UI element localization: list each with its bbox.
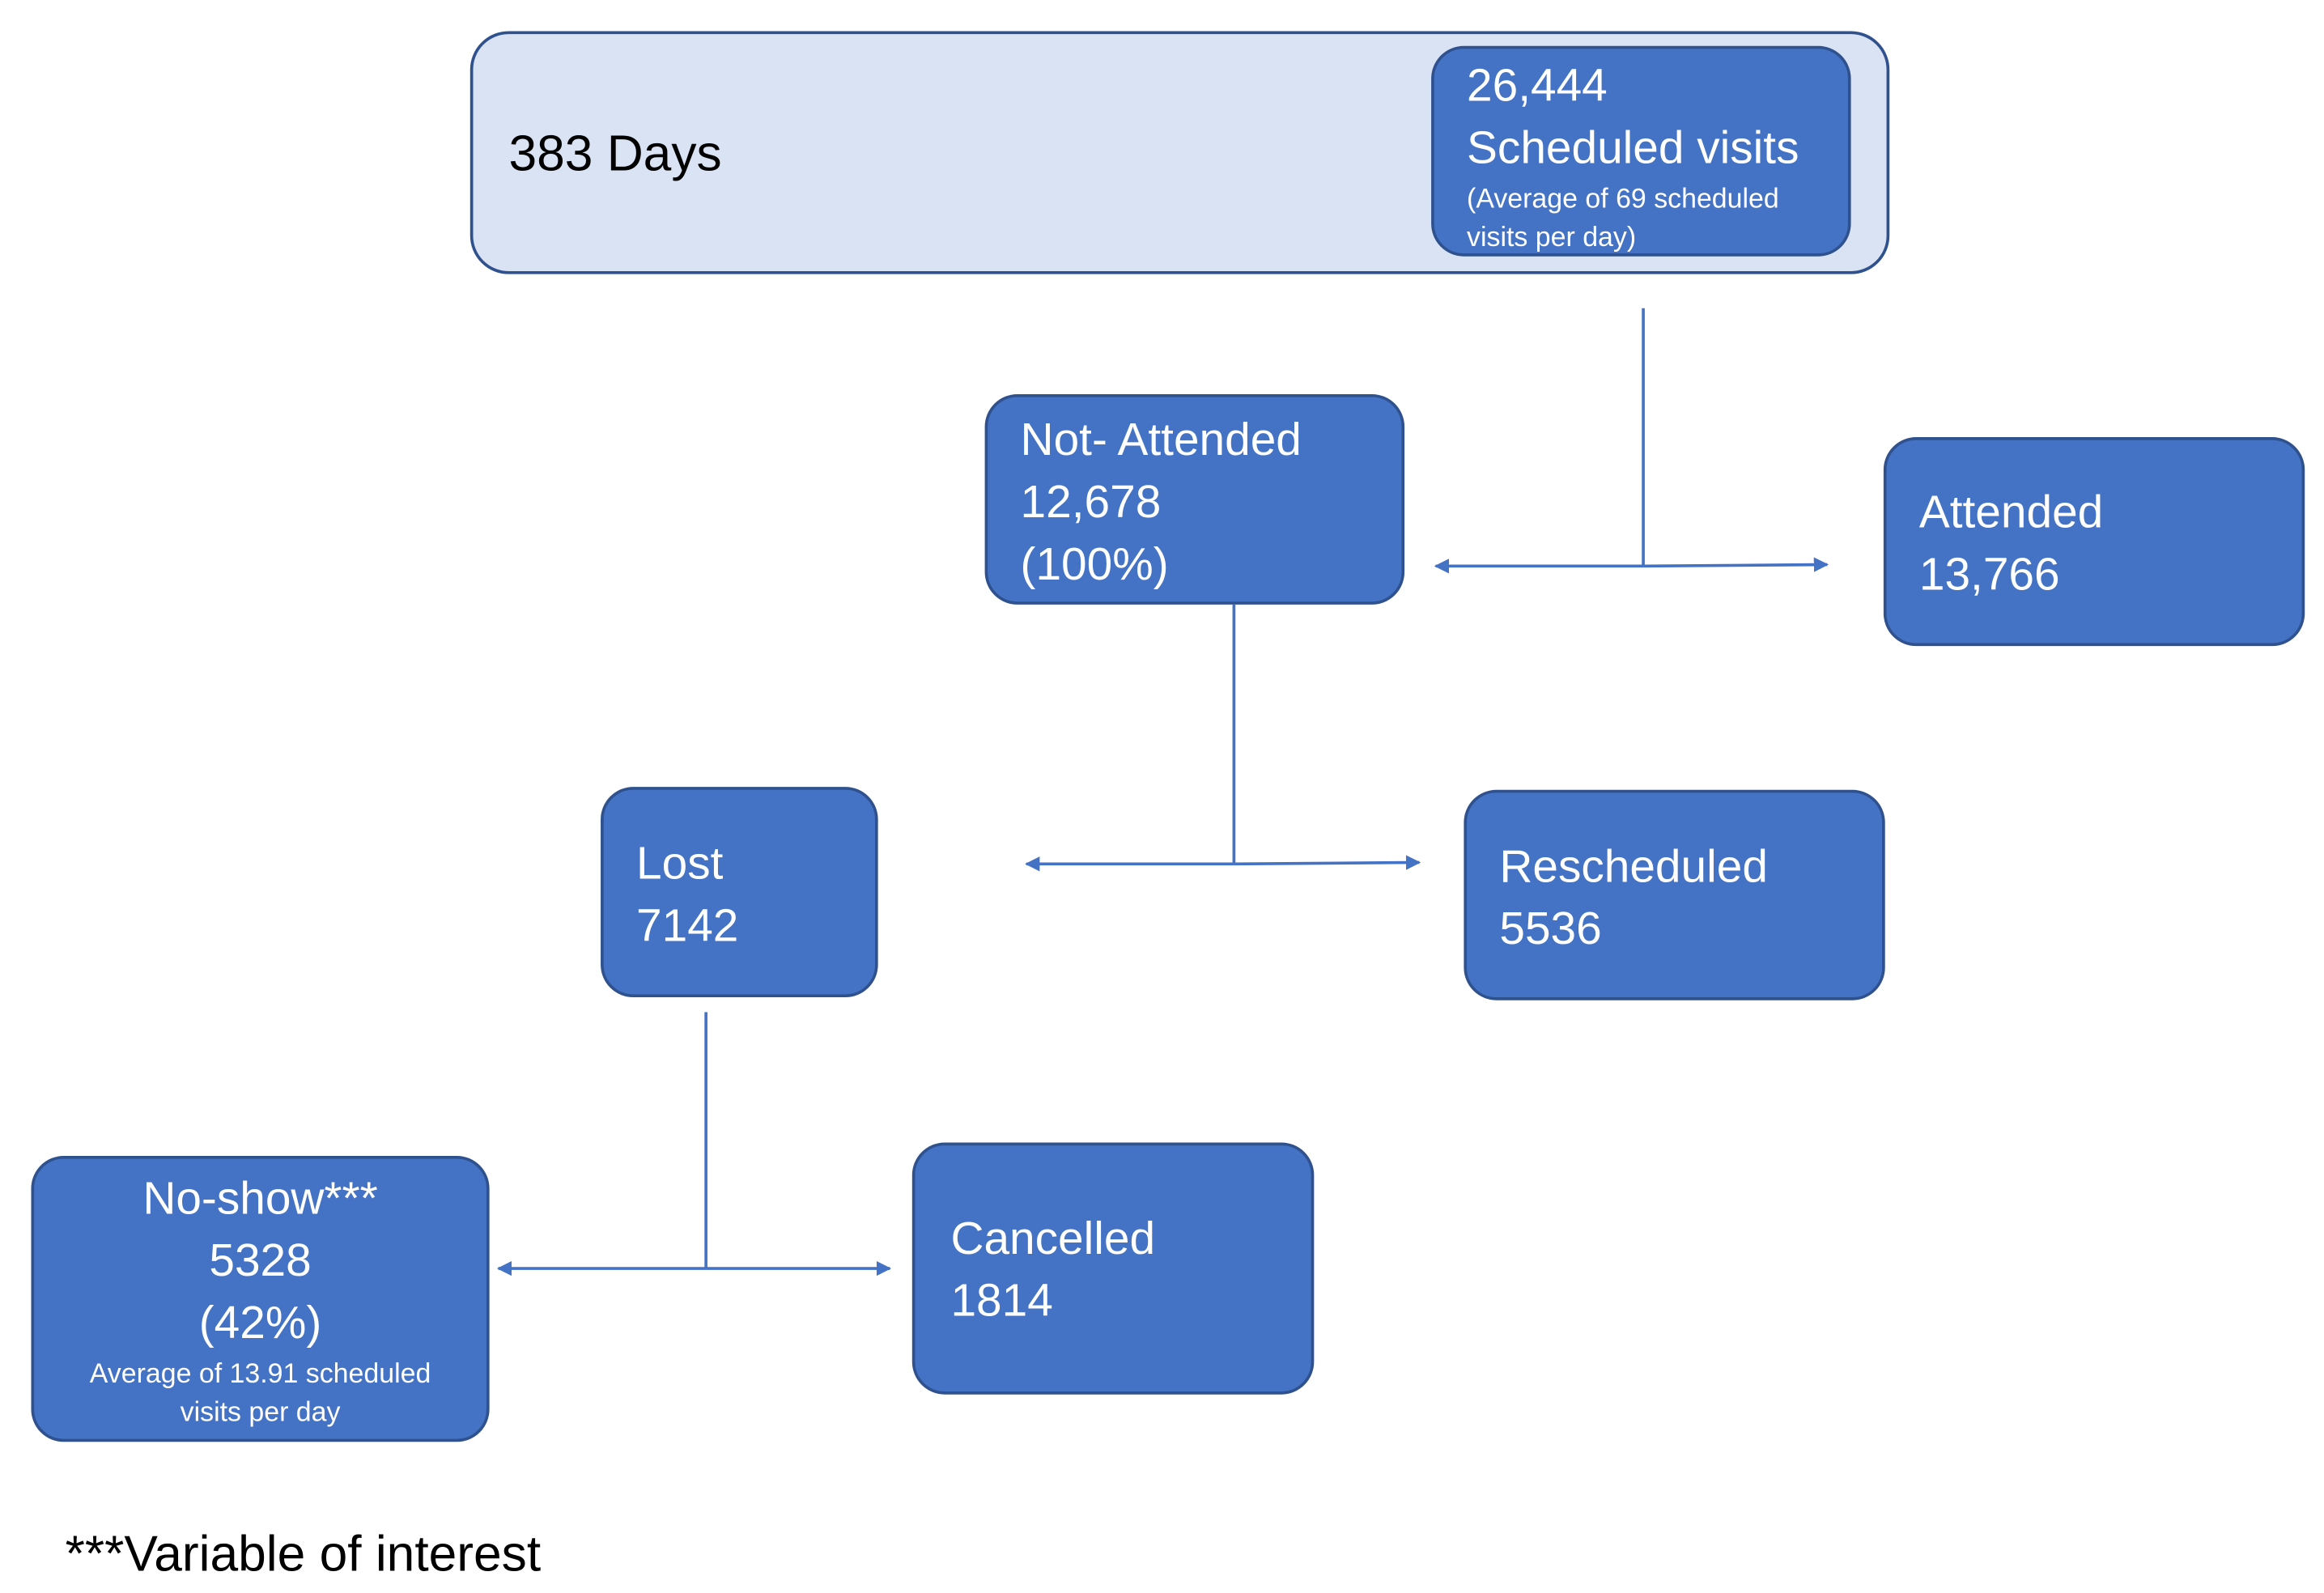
scheduled-visits-note-line1: (Average of 69 scheduled (1467, 182, 1779, 214)
study-days-label: 383 Days (508, 125, 722, 183)
footnote: ***Variable of interest (65, 1526, 542, 1583)
attended-label: Attended (1918, 486, 2104, 538)
no-show-count: 5328 (209, 1234, 312, 1287)
not-attended-count: 12,678 (1020, 475, 1162, 528)
not-attended-label: Not- Attended (1020, 413, 1302, 465)
scheduled-visits-count: 26,444 (1467, 59, 1608, 112)
scheduled-visits-box: 26,444 Scheduled visits (Average of 69 s… (1431, 45, 1851, 257)
lost-count: 7142 (636, 899, 739, 952)
arrow-to-attended (1643, 557, 1829, 572)
rescheduled-count: 5536 (1499, 902, 1602, 954)
not-attended-box: Not- Attended 12,678 (100%) (984, 393, 1405, 605)
cancelled-label: Cancelled (950, 1212, 1156, 1264)
no-show-percent: (42%) (198, 1296, 322, 1349)
rescheduled-label: Rescheduled (1499, 840, 1768, 893)
lost-box: Lost 7142 (601, 787, 878, 998)
scheduled-visits-note-line2: visits per day) (1467, 220, 1637, 253)
scheduled-visits-label: Scheduled visits (1467, 121, 1799, 174)
arrow-to-rescheduled (1234, 855, 1421, 870)
no-show-box: No-show*** 5328 (42%) Average of 13.91 s… (31, 1155, 490, 1442)
no-show-note-line2: visits per day (180, 1395, 341, 1427)
rescheduled-box: Rescheduled 5536 (1464, 789, 1885, 1000)
no-show-label: No-show*** (142, 1172, 378, 1225)
attended-box: Attended 13,766 (1883, 437, 2305, 647)
lost-label: Lost (636, 837, 724, 890)
cancelled-count: 1814 (950, 1274, 1053, 1327)
cancelled-box: Cancelled 1814 (911, 1142, 1315, 1395)
attended-count: 13,766 (1918, 548, 2060, 601)
no-show-note-line1: Average of 13.91 scheduled (89, 1357, 431, 1389)
not-attended-percent: (100%) (1020, 537, 1169, 590)
